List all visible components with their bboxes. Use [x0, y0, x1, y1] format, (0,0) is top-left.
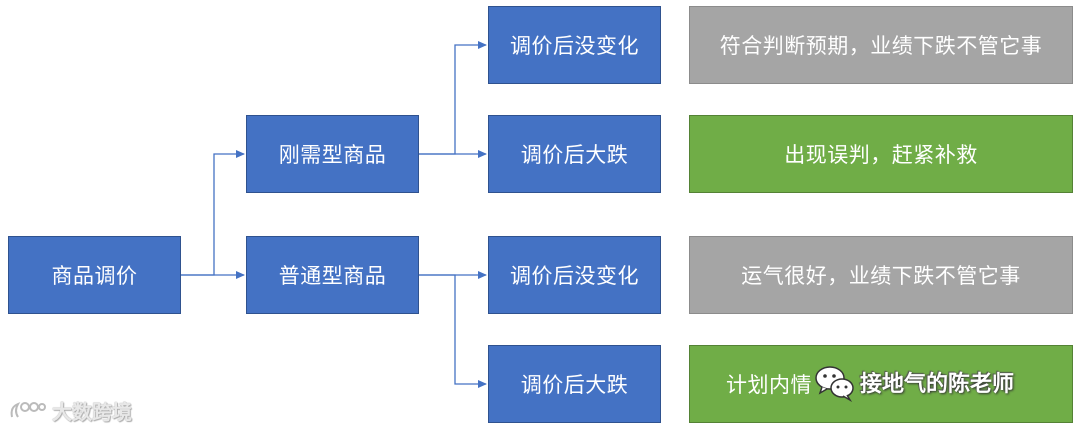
wechat-icon: [815, 366, 854, 402]
node-normal-no-change-label: 调价后没变化: [510, 264, 639, 288]
node-root: 商品调价: [8, 236, 181, 314]
result-rigid-big-drop: 出现误判，赶紧补救: [689, 115, 1073, 193]
connector-root-to-rigid: [181, 150, 245, 276]
node-rigid-big-drop: 调价后大跌: [488, 115, 661, 193]
watermark-right-text: 接地气的陈老师: [860, 372, 1015, 397]
node-rigid-big-drop-label: 调价后大跌: [520, 143, 629, 167]
node-rigid-demand-label: 刚需型商品: [278, 143, 387, 167]
watermark-left: 大数跨境: [8, 396, 132, 425]
watermark-left-text: 大数跨境: [52, 400, 132, 424]
connector-rigid-to-nochange: [419, 41, 487, 155]
result-rigid-no-change: 符合判断预期，业绩下跌不管它事: [689, 6, 1073, 84]
node-rigid-no-change-label: 调价后没变化: [510, 34, 639, 58]
result-normal-no-change: 运气很好，业绩下跌不管它事: [689, 236, 1073, 314]
node-normal-big-drop-label: 调价后大跌: [520, 373, 629, 397]
result-normal-big-drop: 计划内情: [689, 345, 1073, 423]
result-normal-no-change-text: 运气很好，业绩下跌不管它事: [741, 264, 1021, 288]
node-rigid-demand-goods: 刚需型商品: [246, 115, 419, 193]
node-root-label: 商品调价: [51, 264, 138, 288]
node-normal-big-drop: 调价后大跌: [488, 345, 661, 423]
connector-normal-to-drop: [419, 274, 487, 388]
node-normal-goods: 普通型商品: [246, 236, 419, 314]
result-rigid-big-drop-text: 出现误判，赶紧补救: [784, 143, 978, 167]
result-normal-big-drop-text: 计划内情: [726, 373, 812, 397]
node-rigid-no-change: 调价后没变化: [488, 6, 661, 84]
result-rigid-no-change-text: 符合判断预期，业绩下跌不管它事: [719, 34, 1043, 58]
node-normal-no-change: 调价后没变化: [488, 236, 661, 314]
node-normal-label: 普通型商品: [278, 264, 387, 288]
brand-logo-icon: [10, 401, 46, 418]
watermark-right: 接地气的陈老师: [812, 362, 1014, 402]
